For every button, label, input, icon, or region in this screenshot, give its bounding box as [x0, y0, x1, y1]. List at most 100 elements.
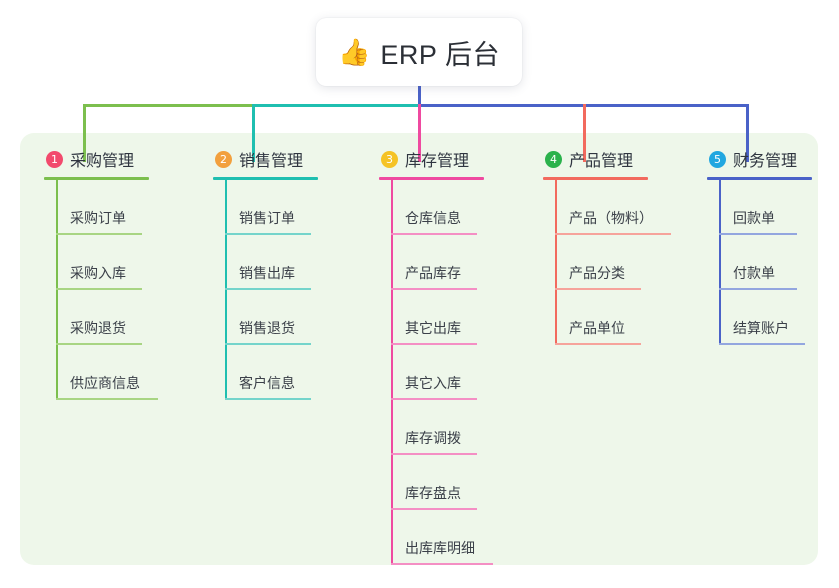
leaf-label: 回款单 [733, 210, 775, 226]
leaf-item[interactable]: 仓库信息 [379, 180, 549, 235]
branch-title-1: 采购管理 [70, 153, 135, 170]
branch-column-3: 3 库存管理 仓库信息 产品库存 其它出库 其它入库 库存调拨 [379, 148, 549, 565]
branch-column-2: 2 销售管理 销售订单 销售出库 销售退货 客户信息 [213, 148, 373, 400]
branch-spine-2 [225, 180, 227, 400]
leaf-rule [391, 563, 493, 565]
leaf-rule [391, 288, 477, 290]
branch-title-4: 产品管理 [569, 153, 634, 170]
leaf-label: 付款单 [733, 265, 775, 281]
leaf-rule [391, 508, 477, 510]
branch-header-3[interactable]: 3 库存管理 [379, 148, 549, 170]
branch-items-4: 产品（物料） 产品分类 产品单位 [543, 180, 723, 345]
branch-header-1[interactable]: 1 采购管理 [44, 148, 204, 170]
branch-title-3: 库存管理 [405, 153, 470, 170]
leaf-label: 产品（物料） [569, 210, 653, 226]
branch-stub-5 [746, 104, 749, 162]
branch-header-2[interactable]: 2 销售管理 [213, 148, 373, 170]
leaf-rule [555, 343, 641, 345]
root-node-label: ERP 后台 [380, 39, 500, 70]
leaf-rule [555, 288, 641, 290]
leaf-item[interactable]: 付款单 [707, 235, 839, 290]
root-node-erp-backend[interactable]: 👍 ERP 后台 [316, 18, 522, 86]
leaf-rule [56, 343, 142, 345]
leaf-label: 客户信息 [239, 375, 295, 391]
leaf-rule [56, 233, 142, 235]
leaf-item[interactable]: 销售退货 [213, 290, 373, 345]
leaf-label: 采购入库 [70, 265, 126, 281]
branch-title-2: 销售管理 [239, 153, 304, 170]
leaf-label: 供应商信息 [70, 375, 140, 391]
leaf-label: 产品分类 [569, 265, 625, 281]
branch-header-5[interactable]: 5 财务管理 [707, 148, 839, 170]
leaf-rule [719, 288, 797, 290]
leaf-item[interactable]: 出库库明细 [379, 510, 549, 565]
branch-badge-1: 1 [46, 150, 63, 168]
leaf-rule [391, 343, 477, 345]
branch-header-rule-3 [379, 177, 484, 180]
leaf-item[interactable]: 采购订单 [44, 180, 204, 235]
leaf-item[interactable]: 其它出库 [379, 290, 549, 345]
leaf-item[interactable]: 产品分类 [543, 235, 723, 290]
branch-header-rule-1 [44, 177, 149, 180]
leaf-item[interactable]: 产品（物料） [543, 180, 723, 235]
leaf-rule [56, 288, 142, 290]
leaf-rule [225, 233, 311, 235]
leaf-item[interactable]: 客户信息 [213, 345, 373, 400]
leaf-label: 仓库信息 [405, 210, 461, 226]
branch-badge-2: 2 [215, 150, 232, 168]
branch-items-2: 销售订单 销售出库 销售退货 客户信息 [213, 180, 373, 400]
branch-header-rule-5 [707, 177, 812, 180]
branch-spine-1 [56, 180, 58, 400]
branch-stub-4 [583, 104, 586, 162]
leaf-item[interactable]: 采购退货 [44, 290, 204, 345]
leaf-item[interactable]: 产品单位 [543, 290, 723, 345]
leaf-rule [391, 398, 477, 400]
leaf-rule [56, 398, 158, 400]
branch-badge-5: 5 [709, 150, 726, 168]
leaf-item[interactable]: 结算账户 [707, 290, 839, 345]
leaf-label: 销售出库 [239, 265, 295, 281]
leaf-rule [225, 398, 311, 400]
branch-spine-4 [555, 180, 557, 345]
leaf-item[interactable]: 销售出库 [213, 235, 373, 290]
branch-stub-2 [252, 104, 255, 162]
leaf-item[interactable]: 库存调拨 [379, 400, 549, 455]
leaf-label: 产品单位 [569, 320, 625, 336]
leaf-rule [225, 288, 311, 290]
leaf-item[interactable]: 产品库存 [379, 235, 549, 290]
leaf-item[interactable]: 回款单 [707, 180, 839, 235]
branch-stub-1 [83, 104, 86, 162]
branch-column-4: 4 产品管理 产品（物料） 产品分类 产品单位 [543, 148, 723, 345]
leaf-item[interactable]: 库存盘点 [379, 455, 549, 510]
branch-column-1: 1 采购管理 采购订单 采购入库 采购退货 供应商信息 [44, 148, 204, 400]
branch-header-rule-2 [213, 177, 318, 180]
branch-items-5: 回款单 付款单 结算账户 [707, 180, 839, 345]
thumbs-up-icon: 👍 [338, 37, 371, 67]
branch-spine-5 [719, 180, 721, 345]
branch-title-5: 财务管理 [733, 153, 798, 170]
leaf-rule [391, 453, 477, 455]
branch-column-5: 5 财务管理 回款单 付款单 结算账户 [707, 148, 839, 345]
leaf-label: 出库库明细 [405, 540, 475, 556]
diagram-background-panel [20, 133, 818, 565]
leaf-label: 销售退货 [239, 320, 295, 336]
branch-header-rule-4 [543, 177, 648, 180]
leaf-rule [555, 233, 671, 235]
trunk-horizontal-segment-green [83, 104, 254, 107]
leaf-label: 产品库存 [405, 265, 461, 281]
branch-items-3: 仓库信息 产品库存 其它出库 其它入库 库存调拨 库存盘点 [379, 180, 549, 565]
leaf-label: 结算账户 [733, 320, 789, 336]
leaf-rule [719, 233, 797, 235]
branch-spine-3 [391, 180, 393, 565]
leaf-item[interactable]: 采购入库 [44, 235, 204, 290]
branch-header-4[interactable]: 4 产品管理 [543, 148, 723, 170]
leaf-rule [719, 343, 805, 345]
leaf-label: 其它出库 [405, 320, 461, 336]
leaf-item[interactable]: 供应商信息 [44, 345, 204, 400]
leaf-item[interactable]: 销售订单 [213, 180, 373, 235]
leaf-label: 库存调拨 [405, 430, 461, 446]
leaf-item[interactable]: 其它入库 [379, 345, 549, 400]
branch-items-1: 采购订单 采购入库 采购退货 供应商信息 [44, 180, 204, 400]
branch-badge-4: 4 [545, 150, 562, 168]
